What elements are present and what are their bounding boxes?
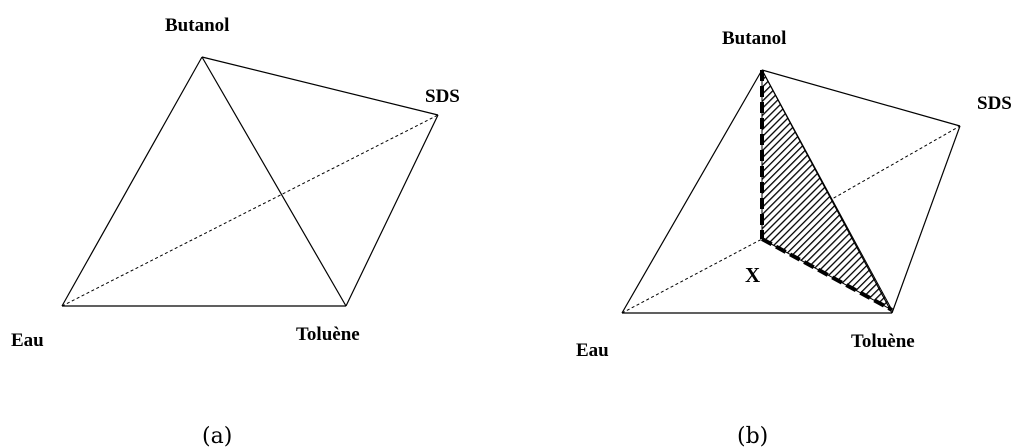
vertex-label-eau: Eau xyxy=(576,340,609,361)
edge-x-sds-hidden xyxy=(761,125,961,240)
caption-a: (a) xyxy=(202,424,232,448)
vertex-label-toluene: Toluène xyxy=(851,331,915,352)
edge-butanol-toluene xyxy=(201,56,347,307)
edge-toluene-sds xyxy=(891,125,961,314)
vertex-label-butanol: Butanol xyxy=(722,28,786,49)
panel-b: Butanol SDS Eau Toluène X (b) xyxy=(576,28,1012,448)
vertex-label-sds: SDS xyxy=(425,86,460,107)
panel-a: Butanol SDS Eau Toluène (a) xyxy=(11,15,460,448)
vertex-label-butanol: Butanol xyxy=(165,15,229,36)
edge-eau-x-hidden xyxy=(621,238,763,314)
edge-butanol-sds xyxy=(761,69,961,127)
edge-butanol-sds xyxy=(201,56,439,116)
dashed-edge-x-toluene xyxy=(761,237,893,312)
vertex-label-eau: Eau xyxy=(11,330,44,351)
edge-eau-butanol xyxy=(621,69,763,314)
edge-toluene-sds xyxy=(345,114,439,307)
vertex-label-sds: SDS xyxy=(977,93,1012,114)
vertex-label-toluene: Toluène xyxy=(296,324,360,345)
edge-eau-butanol xyxy=(61,56,203,307)
caption-b: (b) xyxy=(737,424,768,448)
edge-butanol-toluene xyxy=(761,69,893,314)
edge-eau-sds-hidden xyxy=(61,114,439,307)
point-label-x: X xyxy=(745,263,760,287)
